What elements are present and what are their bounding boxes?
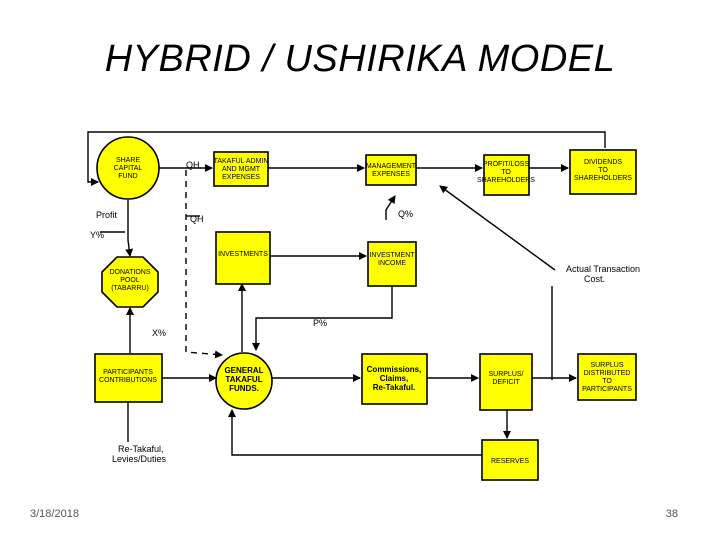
label-q-pct: Q% xyxy=(398,209,413,219)
edge-qh-dashed xyxy=(185,170,223,359)
flow-arrows xyxy=(87,131,606,456)
label-qh-mid: QH xyxy=(190,214,204,224)
label-y-pct: Y% xyxy=(90,230,104,240)
svg-text:Commissions,Claims,Re-Takaful.: Commissions,Claims,Re-Takaful. xyxy=(367,365,422,392)
node-surplus-deficit: SURPLUS/DEFICIT xyxy=(479,353,533,411)
edge-q-pct xyxy=(385,195,396,220)
edge-actual-transaction xyxy=(439,185,556,271)
node-investments: INVESTMENTS xyxy=(215,231,271,285)
edge-dividends-loop xyxy=(87,131,606,186)
svg-text:RESERVES: RESERVES xyxy=(491,458,529,465)
edge-p-pct xyxy=(252,286,393,351)
node-commissions: Commissions,Claims,Re-Takaful. xyxy=(361,353,428,405)
label-retakaful-levies: Re-Takaful,Levies/Duties xyxy=(112,444,167,464)
edge-reserves-loop xyxy=(228,409,482,456)
label-p-pct: P% xyxy=(313,318,327,328)
svg-text:SURPLUS/DEFICIT: SURPLUS/DEFICIT xyxy=(488,371,523,386)
slide-title: HYBRID / USHIRIKA MODEL xyxy=(104,38,616,80)
label-profit: Profit xyxy=(96,210,118,220)
slide-date: 3/18/2018 xyxy=(30,508,79,520)
node-reserves: RESERVES xyxy=(481,439,539,481)
label-qh-top: QH xyxy=(186,160,200,170)
label-x-pct: X% xyxy=(152,328,166,338)
svg-text:INVESTMENTS: INVESTMENTS xyxy=(218,251,268,258)
flow-labels: QH QH Profit Y% Q% X% P% Actual Transact… xyxy=(90,160,640,464)
slide-page-number: 38 xyxy=(665,508,678,520)
edge-capital-to-pool xyxy=(125,200,134,257)
